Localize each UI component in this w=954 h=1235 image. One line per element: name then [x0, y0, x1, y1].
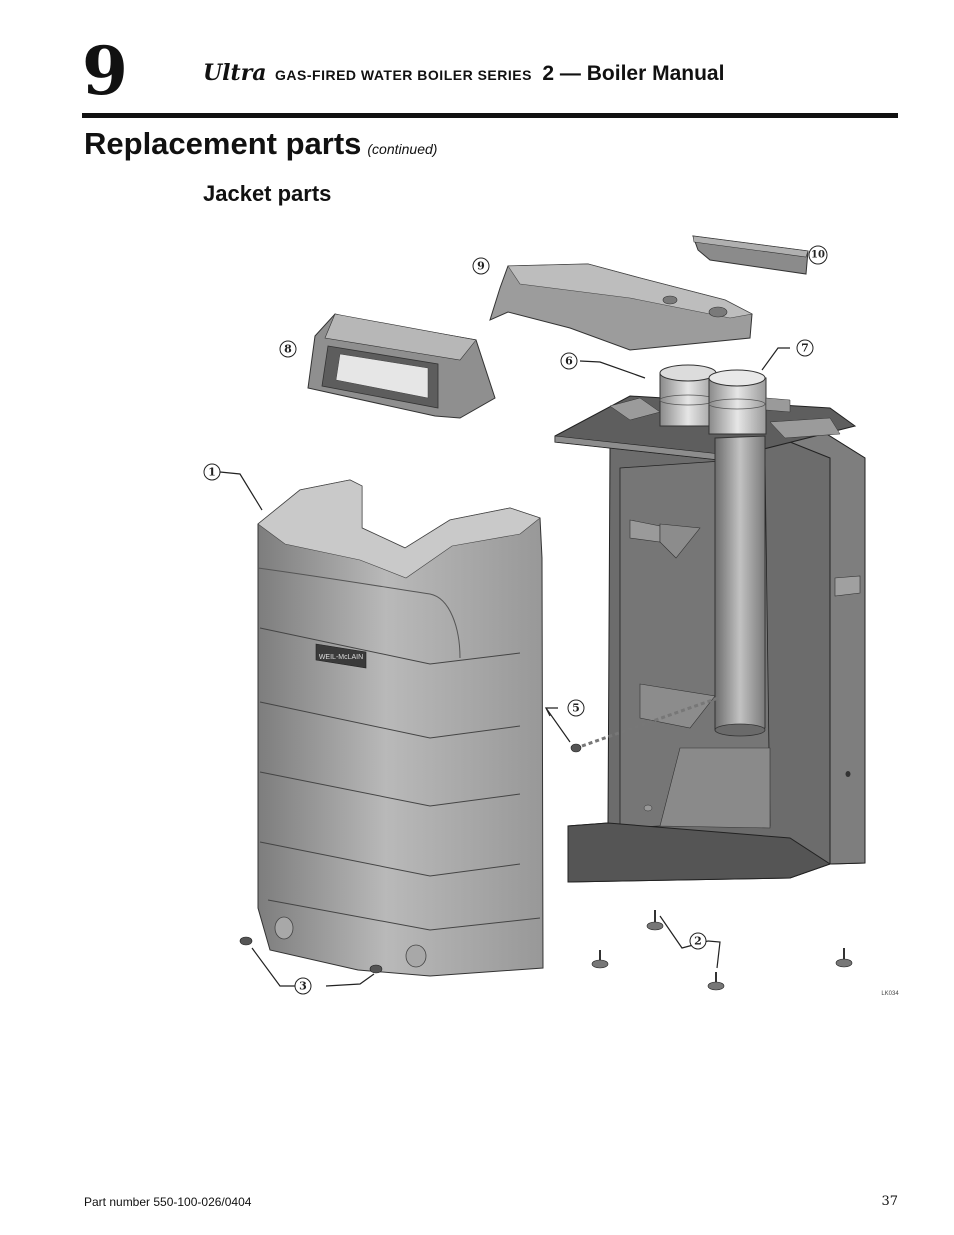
callout-8: 8 [279, 340, 297, 358]
callout-9: 9 [472, 257, 490, 275]
svg-text:1: 1 [208, 466, 216, 479]
callout-3: 3 [294, 977, 312, 995]
part-3-screws [239, 936, 383, 974]
callout-10: 10 [808, 245, 828, 265]
svg-text:5: 5 [572, 702, 580, 715]
part-number: Part number 550-100-026/0404 [84, 1195, 252, 1209]
svg-text:10: 10 [811, 250, 825, 261]
part-8-hood [307, 313, 496, 419]
figure-code: LK034 [881, 991, 899, 997]
part-7-vent-collar [708, 369, 791, 435]
chapter-number: 9 [82, 32, 128, 110]
flue-pipe [714, 435, 766, 737]
brand-name: Ultra [203, 60, 267, 86]
part-5-screw [570, 696, 719, 753]
part-2-leveling-feet [591, 910, 853, 991]
svg-text:6: 6 [565, 355, 573, 368]
callout-5: 5 [567, 699, 585, 717]
svg-text:2: 2 [694, 935, 702, 948]
svg-text:9: 9 [477, 260, 485, 273]
jacket-parts-diagram: WEIL-McLAIN 1 2 3 5 6 7 8 9 10 LK034 [203, 235, 899, 997]
manual-text: 2 — Boiler Manual [542, 62, 725, 85]
part-10-rear-trim [692, 235, 809, 275]
page-title: Replacement parts (continued) [84, 126, 437, 162]
svg-text:8: 8 [284, 343, 292, 356]
section-heading: Jacket parts [203, 181, 332, 206]
header-rule [82, 113, 898, 118]
callout-7: 7 [796, 339, 814, 357]
callout-6: 6 [560, 352, 578, 370]
svg-text:7: 7 [801, 342, 809, 355]
part-1-front-jacket: WEIL-McLAIN [257, 479, 544, 977]
part-9-top-panel [489, 263, 753, 351]
boiler-frame [554, 395, 866, 883]
page-number: 37 [881, 1194, 898, 1209]
callout-2: 2 [689, 932, 707, 950]
part-6-vent-collar [659, 364, 717, 427]
page-title-note: (continued) [367, 141, 438, 157]
callout-1: 1 [203, 463, 221, 481]
leader-lines [219, 347, 790, 987]
svg-text:3: 3 [299, 980, 307, 993]
jacket-logo-text: WEIL-McLAIN [319, 654, 363, 661]
running-header: Ultra gas-fired water boiler series 2 — … [203, 60, 724, 86]
page-title-text: Replacement parts [84, 126, 362, 161]
series-text: gas-fired water boiler series [275, 67, 532, 83]
